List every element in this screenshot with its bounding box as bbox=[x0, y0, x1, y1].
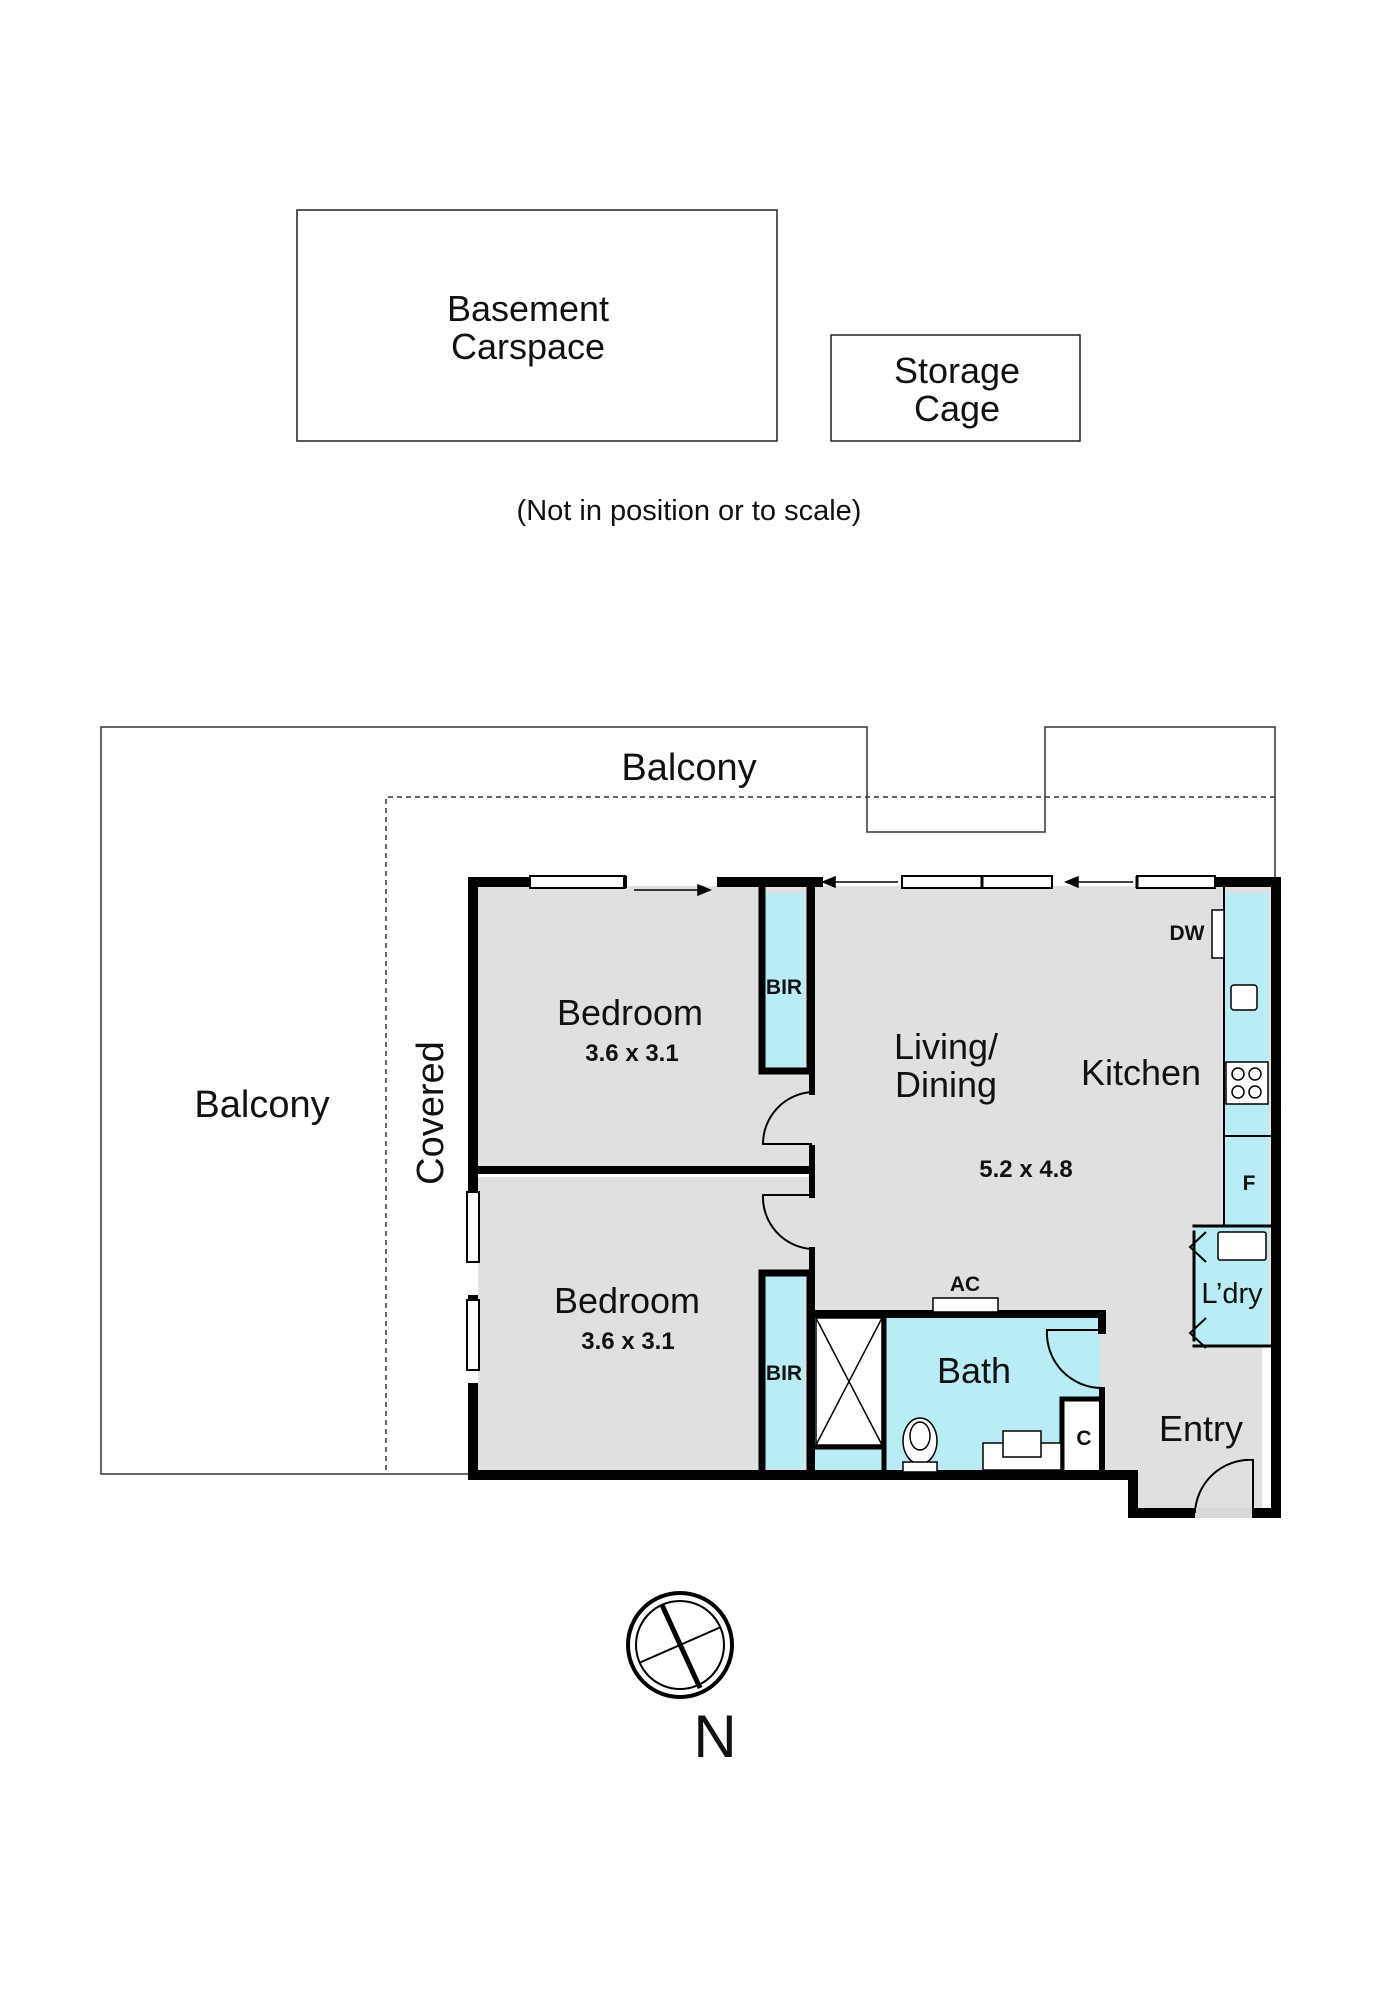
bath-label: Bath bbox=[937, 1350, 1011, 1391]
basement-carspace-box bbox=[296, 209, 778, 442]
dishwasher bbox=[1211, 909, 1225, 959]
dishwasher-label: DW bbox=[1170, 922, 1205, 945]
doors bbox=[761, 1091, 1254, 1514]
window-living-1 bbox=[901, 875, 1053, 889]
walls bbox=[468, 877, 1281, 1518]
not-to-scale-note: (Not in position or to scale) bbox=[517, 495, 862, 527]
washing-machine bbox=[1217, 1231, 1267, 1261]
storage-cage-box bbox=[830, 334, 1081, 442]
laundry-label: L’dry bbox=[1201, 1278, 1263, 1310]
bedroom1-floor bbox=[478, 886, 812, 1171]
door-laundry bbox=[1188, 1231, 1207, 1349]
door-bedroom2 bbox=[761, 1194, 813, 1250]
bath-inner-walls bbox=[812, 1311, 1103, 1478]
bath-north-wall bbox=[808, 1310, 1106, 1334]
outer-wall bbox=[468, 877, 1281, 1518]
balcony-outline bbox=[100, 726, 1276, 1475]
sliding-arrows bbox=[634, 875, 1133, 897]
window-bedroom1 bbox=[529, 875, 626, 889]
window-bedroom2-1 bbox=[466, 1191, 480, 1263]
door-entry bbox=[1194, 1458, 1254, 1514]
balcony-area: Balcony Balcony Covered bbox=[100, 726, 1276, 1475]
north-label: N bbox=[693, 1703, 736, 1770]
fixture-labels: DW F AC C bbox=[950, 922, 1256, 1450]
cupboard-floor bbox=[1064, 1400, 1100, 1470]
kitchen-label: Kitchen bbox=[1081, 1052, 1201, 1093]
door-bedroom1 bbox=[761, 1091, 813, 1145]
bir1-floor bbox=[763, 893, 804, 1071]
room-labels: Bedroom 3.6 x 3.1 Bedroom 3.6 x 3.1 BIR … bbox=[554, 976, 1263, 1449]
covered-label: Covered bbox=[410, 1041, 452, 1185]
bedroom2-floor bbox=[478, 1177, 812, 1470]
fixtures bbox=[815, 909, 1269, 1473]
door-bath bbox=[1045, 1329, 1103, 1390]
windows bbox=[466, 875, 1216, 1371]
toilet-cistern bbox=[902, 1461, 938, 1473]
living-kitchen-floor bbox=[812, 886, 1272, 1516]
ac-unit bbox=[932, 1297, 999, 1313]
balcony-left-label: Balcony bbox=[194, 1084, 329, 1126]
living-size: 5.2 x 4.8 bbox=[979, 1156, 1072, 1183]
living-label-2: Dining bbox=[895, 1064, 997, 1105]
bir2-label: BIR bbox=[766, 1362, 802, 1385]
bedroom1-name: Bedroom bbox=[557, 992, 703, 1033]
kitchen-bench-floor bbox=[1224, 893, 1268, 1227]
cupboard-label: C bbox=[1076, 1427, 1091, 1450]
compass: N bbox=[626, 1591, 737, 1770]
fridge-label: F bbox=[1243, 1172, 1256, 1195]
label-line-2: Cage bbox=[914, 388, 1000, 429]
window-bedroom2-2 bbox=[466, 1299, 480, 1371]
bedroom2-size: 3.6 x 3.1 bbox=[581, 1328, 674, 1355]
basin bbox=[1002, 1430, 1042, 1458]
entry-label: Entry bbox=[1159, 1408, 1243, 1449]
north-needle-icon bbox=[659, 1603, 703, 1690]
living-label-1: Living/ bbox=[894, 1026, 998, 1067]
window-living-2 bbox=[1136, 875, 1216, 889]
bir2-floor bbox=[763, 1274, 804, 1469]
ac-label: AC bbox=[950, 1273, 980, 1296]
kitchen-sink bbox=[1230, 984, 1258, 1011]
bedroom2-name: Bedroom bbox=[554, 1280, 700, 1321]
bir1-label: BIR bbox=[766, 976, 802, 999]
cooktop bbox=[1225, 1061, 1269, 1105]
entry-threshold bbox=[1196, 1508, 1252, 1518]
bedroom1-size: 3.6 x 3.1 bbox=[585, 1040, 678, 1067]
balcony-top-label: Balcony bbox=[621, 747, 756, 789]
label-line-2: Carspace bbox=[451, 326, 605, 367]
